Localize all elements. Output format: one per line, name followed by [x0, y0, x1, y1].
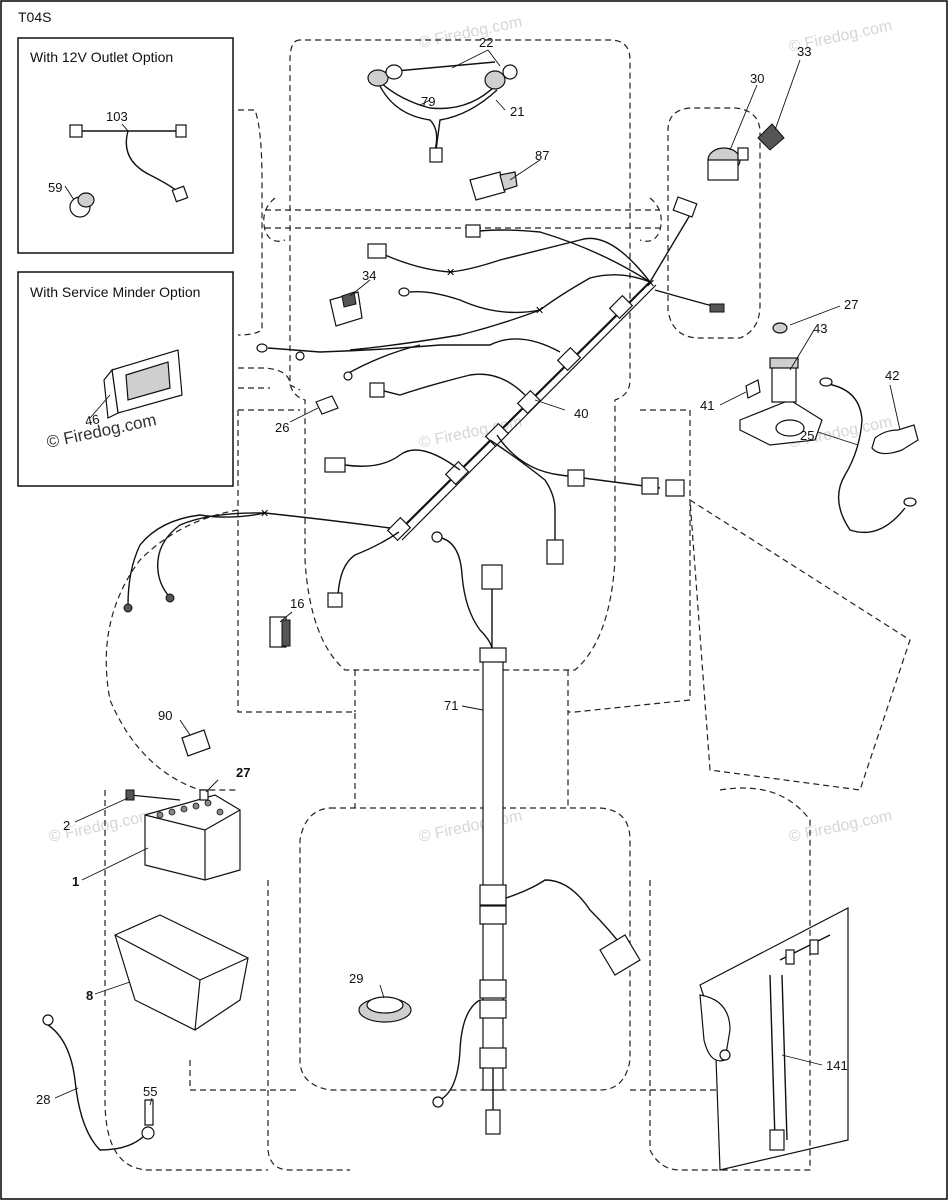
connector: [546, 539, 564, 565]
callout-26: 26: [275, 420, 289, 435]
harness-71: [431, 531, 641, 1135]
boot-42: [871, 424, 919, 455]
callout-40: 40: [574, 406, 588, 421]
svg-text:✕: ✕: [535, 305, 544, 317]
ignition-switch-30: [707, 147, 749, 181]
connector: [324, 457, 346, 473]
relay-90: [181, 729, 211, 757]
callout-34: 34: [362, 268, 376, 283]
callout-29: 29: [349, 971, 363, 986]
connector: [171, 185, 189, 203]
battery-tray-8: [114, 914, 249, 1031]
watermark: © Firedog.com: [417, 807, 523, 845]
callout-71: 71: [444, 698, 458, 713]
harness-40: ✕ ✕ ✕ ✕: [123, 196, 725, 613]
nut-27: [199, 789, 209, 801]
headlight-harness: [367, 61, 518, 163]
callout-16: 16: [290, 596, 304, 611]
connector: [641, 477, 659, 495]
svg-text:✕: ✕: [646, 278, 655, 290]
headlight: [484, 70, 506, 90]
svg-text:✕: ✕: [260, 508, 269, 520]
callout-33: 33: [797, 44, 811, 59]
cable-28: [42, 1014, 155, 1151]
callout-46: 46: [84, 411, 101, 429]
connector: [665, 479, 685, 497]
callout-42: 42: [885, 368, 899, 383]
bolt-2: [129, 794, 181, 801]
bolt-41: [745, 379, 761, 399]
rear-bracket-141: [699, 907, 849, 1171]
connector: [327, 592, 343, 608]
diagram-code: T04S: [18, 9, 51, 25]
callout-2: 2: [63, 818, 70, 833]
connector: [465, 224, 481, 238]
outlet-option-box: With 12V Outlet Option: [17, 37, 234, 254]
callout-30: 30: [750, 71, 764, 86]
service-minder-box: With Service Minder Option © Firedog.com: [17, 271, 234, 487]
callout-90: 90: [158, 708, 172, 723]
connector: [369, 382, 385, 398]
callout-1: 1: [72, 874, 79, 889]
watermark: © Firedog.com: [417, 13, 523, 51]
tractor-outline: [104, 39, 911, 1171]
rectifier-16: [269, 616, 291, 648]
callout-87: 87: [535, 148, 549, 163]
callout-21: 21: [510, 104, 524, 119]
switch-34: [329, 291, 363, 327]
watermark: © Firedog.com: [787, 807, 893, 845]
bolt-55: [144, 1099, 154, 1126]
component-29: [358, 996, 412, 1023]
leader-lines: [54, 49, 901, 1106]
harness-103: [78, 130, 179, 193]
connector: [429, 147, 443, 163]
connector: [175, 124, 187, 138]
callout-27: 27: [844, 297, 858, 312]
battery-1: [125, 789, 241, 881]
callout-55: 55: [143, 1084, 157, 1099]
callout-59: 59: [48, 180, 62, 195]
callout-43: 43: [813, 321, 827, 336]
service-minder-title: With Service Minder Option: [30, 284, 200, 300]
callout-79: 79: [421, 94, 435, 109]
connector: [672, 196, 698, 218]
callout-103: 103: [106, 109, 128, 124]
callout-41: 41: [700, 398, 714, 413]
callout-22: 22: [479, 35, 493, 50]
connector: [69, 124, 83, 138]
svg-text:✕: ✕: [446, 267, 455, 279]
solenoid-43: [739, 322, 823, 446]
connector: [567, 469, 585, 487]
callouts: 22 79 21 87 30 33 34 27 43 42 41 25 40 2…: [36, 35, 899, 1107]
callout-141: 141: [826, 1058, 848, 1073]
outlet-option-title: With 12V Outlet Option: [30, 49, 173, 65]
headlight: [367, 69, 389, 87]
callout-28: 28: [36, 1092, 50, 1107]
key-33: [757, 123, 785, 151]
cable-25: [819, 377, 917, 534]
switch-87: [469, 171, 518, 201]
callout-27b: 27: [236, 765, 250, 780]
washer-27: [772, 322, 788, 334]
callout-25: 25: [800, 428, 814, 443]
callout-8: 8: [86, 988, 93, 1003]
fuse-26: [315, 395, 339, 415]
connector: [367, 243, 387, 259]
